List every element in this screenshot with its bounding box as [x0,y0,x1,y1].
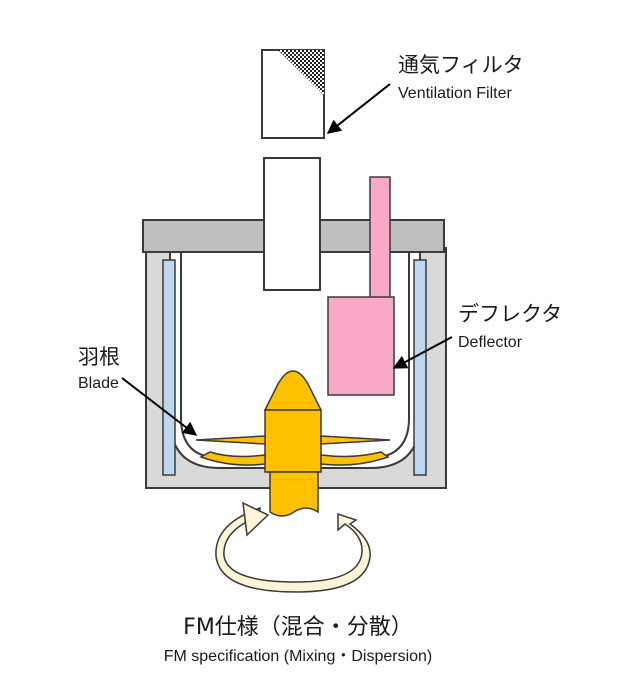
blade-leader-arrow [121,377,198,436]
jacket-right [413,259,427,476]
blade-upper [195,435,391,445]
filter-label-jp: 通気フィルタ [398,53,524,77]
deflector-plate [327,296,395,396]
filter-leader-arrow [326,83,391,134]
deflector-label-en: Deflector [458,334,523,351]
filter-label-en: Ventilation Filter [398,85,513,102]
deflector-leader-arrow [392,336,453,369]
blade-label-en: Blade [78,375,119,392]
jacket-left [162,259,176,476]
caption-jp: FM仕様（混合・分散） [183,615,413,640]
impeller-hub [264,409,322,473]
shaft-lower [269,471,319,517]
blade-lower [199,451,390,466]
shaft-housing [263,157,321,291]
impeller-cap [263,370,323,411]
rotation-arrow-icon [215,506,371,593]
deflector-label-jp: デフレクタ [458,302,562,326]
caption-en: FM specification (Mixing・Dispersion) [164,648,433,665]
rotation-arrowhead-icon [242,501,270,537]
filter-hatch-region [278,50,324,95]
blade-label-jp: 羽根 [78,345,120,369]
deflector-rod [369,176,391,300]
